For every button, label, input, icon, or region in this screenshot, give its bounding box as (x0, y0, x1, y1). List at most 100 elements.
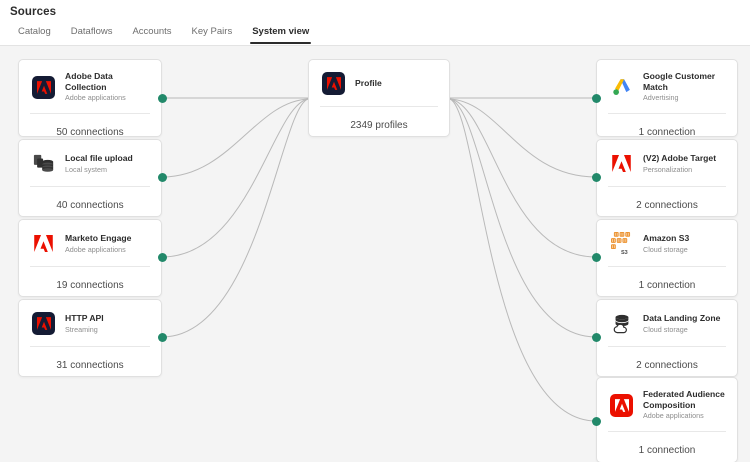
amazon-s3-icon: S3 (609, 231, 634, 256)
edge-profile-to-amazon-s3 (449, 98, 597, 258)
edge-profile-to-data-landing-zone (449, 98, 597, 338)
port-http-api[interactable] (158, 333, 167, 342)
card-titles: Amazon S3 Cloud storage (643, 233, 689, 254)
card-title: Local file upload (65, 152, 133, 163)
adobe-red-tile-icon (609, 393, 634, 418)
page-header: Sources Catalog Dataflows Accounts Key P… (0, 0, 750, 46)
card-header: HTTP API Streaming (19, 300, 161, 346)
adobe-logo-icon (31, 231, 56, 256)
card-subtitle: Local system (65, 164, 107, 174)
tab-bar: Catalog Dataflows Accounts Key Pairs Sys… (8, 24, 319, 44)
port-adobe-data-collection[interactable] (158, 94, 167, 103)
card-title: (V2) Adobe Target (643, 152, 717, 163)
card-divider (30, 113, 150, 115)
card-divider (30, 266, 150, 267)
card-subtitle: Adobe applications (65, 244, 126, 254)
card-titles: Data Landing Zone Cloud storage (643, 313, 720, 334)
card-header: Profile (309, 60, 449, 106)
card-subtitle: Advertising (643, 93, 679, 103)
card-title: Profile (355, 78, 382, 89)
destination-card-google-customer-match[interactable]: Google Customer Match Advertising 1 conn… (596, 59, 738, 137)
adobe-dark-tile-icon (31, 311, 56, 336)
tab-dataflows[interactable]: Dataflows (70, 26, 113, 37)
card-connection-count: 2 connections (636, 200, 698, 211)
card-divider (30, 186, 150, 187)
card-divider (608, 113, 726, 115)
destination-card-amazon-s3[interactable]: S3 Amazon S3 Cloud storage 1 connection (596, 219, 738, 297)
card-divider (608, 431, 726, 433)
card-connection-count: 2 connections (636, 360, 698, 371)
card-title: Adobe Data Collection (65, 71, 113, 92)
card-title: Amazon S3 (643, 232, 690, 243)
amazon-s3-icon-label: S3 (621, 250, 628, 256)
header-divider (0, 45, 750, 46)
card-connection-count: 1 connection (638, 280, 696, 291)
source-card-local-file-upload[interactable]: Local file upload Local system 40 connec… (18, 139, 162, 217)
destination-card-federated-audience-composition[interactable]: Federated Audience Composition Adobe app… (596, 377, 738, 462)
hub-card-profile[interactable]: Profile 2349 profiles (308, 59, 450, 137)
card-profile-count: 2349 profiles (350, 120, 408, 131)
card-connection-count: 1 connection (638, 445, 696, 457)
card-connection-count: 40 connections (56, 200, 124, 211)
destination-card-adobe-target-v2[interactable]: (V2) Adobe Target Personalization 2 conn… (596, 139, 738, 217)
card-title: Federated Audience Composition (643, 389, 725, 410)
card-header: Federated Audience Composition Adobe app… (597, 378, 737, 431)
port-amazon-s3[interactable] (592, 253, 601, 262)
card-title: Marketo Engage (65, 232, 132, 243)
card-title: Data Landing Zone (643, 312, 721, 323)
card-titles: Federated Audience Composition Adobe app… (643, 389, 725, 421)
source-card-adobe-data-collection[interactable]: Adobe Data Collection Adobe applications… (18, 59, 162, 137)
card-divider (608, 346, 726, 347)
edge-profile-to-adobe-target (449, 98, 597, 178)
card-connection-count: 31 connections (56, 360, 124, 371)
port-local-file-upload[interactable] (158, 173, 167, 182)
card-divider (608, 186, 726, 187)
card-titles: Adobe Data Collection Adobe applications (65, 71, 149, 103)
connection-edges (161, 97, 597, 422)
adobe-dark-tile-icon (31, 75, 56, 100)
card-titles: HTTP API Streaming (65, 313, 104, 334)
edge-local-file-upload-to-profile (161, 98, 309, 178)
tab-key-pairs[interactable]: Key Pairs (191, 26, 233, 37)
card-titles: Marketo Engage Adobe applications (65, 233, 131, 254)
adobe-dark-tile-icon (321, 71, 346, 96)
tab-catalog[interactable]: Catalog (18, 26, 51, 37)
card-title: HTTP API (65, 312, 104, 323)
card-header: S3 Amazon S3 Cloud storage (597, 220, 737, 266)
edge-http-api-to-profile (161, 98, 309, 338)
port-data-landing-zone[interactable] (592, 333, 601, 342)
card-header: Adobe Data Collection Adobe applications (19, 60, 161, 113)
card-titles: Local file upload Local system (65, 153, 133, 174)
card-subtitle: Personalization (643, 164, 693, 174)
card-connection-count: 19 connections (56, 280, 124, 291)
card-titles: Google Customer Match Advertising (643, 71, 725, 103)
destination-card-data-landing-zone[interactable]: Data Landing Zone Cloud storage 2 connec… (596, 299, 738, 377)
port-federated-audience-composition[interactable] (592, 417, 601, 426)
card-header: Google Customer Match Advertising (597, 60, 737, 113)
tab-accounts[interactable]: Accounts (132, 26, 172, 37)
card-divider (608, 266, 726, 267)
system-view-canvas: Adobe Data Collection Adobe applications… (0, 46, 750, 462)
page-title: Sources (10, 6, 57, 18)
card-header: Data Landing Zone Cloud storage (597, 300, 737, 346)
card-connection-count: 50 connections (56, 127, 124, 137)
source-card-http-api[interactable]: HTTP API Streaming 31 connections (18, 299, 162, 377)
card-title: Google Customer Match (643, 71, 716, 92)
card-header: (V2) Adobe Target Personalization (597, 140, 737, 186)
source-card-marketo-engage[interactable]: Marketo Engage Adobe applications 19 con… (18, 219, 162, 297)
port-google-customer-match[interactable] (592, 94, 601, 103)
card-subtitle: Cloud storage (643, 244, 688, 254)
card-divider (320, 106, 438, 107)
card-header: Local file upload Local system (19, 140, 161, 186)
edge-marketo-engage-to-profile (161, 98, 309, 258)
tab-system-view[interactable]: System view (242, 24, 319, 44)
card-divider (30, 346, 150, 347)
card-subtitle: Adobe applications (643, 411, 704, 421)
edge-profile-to-federated-audience-composition (449, 98, 597, 422)
card-subtitle: Adobe applications (65, 93, 126, 103)
card-header: Marketo Engage Adobe applications (19, 220, 161, 266)
port-marketo-engage[interactable] (158, 253, 167, 262)
port-adobe-target-v2[interactable] (592, 173, 601, 182)
card-connection-count: 1 connection (638, 127, 696, 137)
google-ads-icon (609, 75, 634, 100)
